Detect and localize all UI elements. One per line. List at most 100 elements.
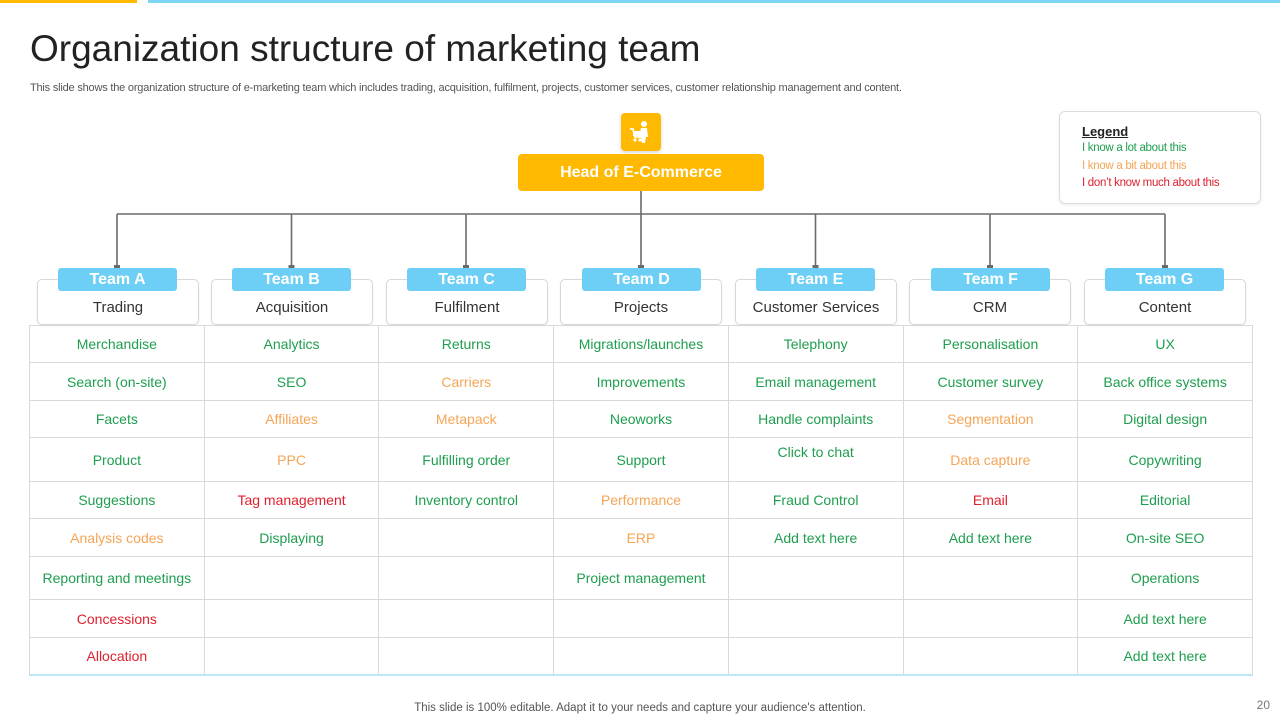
team-badge-a: Team A	[58, 268, 177, 291]
table-cell	[378, 518, 555, 557]
table-cell: Tag management	[203, 481, 380, 519]
table-cell: Data capture	[902, 437, 1079, 482]
table-cell: Metapack	[378, 400, 555, 438]
table-cell: Handle complaints	[727, 400, 904, 438]
team-name-e: Customer Services	[752, 299, 880, 316]
table-cell: Migrations/launches	[553, 325, 729, 363]
table-cell: Search (on-site)	[29, 362, 205, 401]
team-badge-f: Team F	[931, 268, 1050, 291]
table-cell: Support	[553, 437, 729, 482]
table-cell: Add text here	[727, 518, 904, 557]
shopping-cart-person-icon	[621, 113, 661, 151]
table-cell: Personalisation	[902, 325, 1079, 363]
table-cell	[203, 637, 380, 676]
table-cell	[203, 556, 380, 600]
table-cell: Customer survey	[902, 362, 1079, 401]
table-cell: Fulfilling order	[378, 437, 555, 482]
legend-title: Legend	[1082, 124, 1129, 139]
table-cell	[727, 637, 904, 676]
table-row: Reporting and meetings Project management…	[29, 556, 1253, 600]
team-badge-b: Team B	[232, 268, 351, 291]
team-name-a: Trading	[92, 299, 144, 316]
table-cell: Inventory control	[378, 481, 555, 519]
legend-item-dont-know: I don’t know much about this	[1082, 177, 1220, 189]
table-cell: Segmentation	[902, 400, 1079, 438]
team-name-d: Projects	[613, 299, 669, 316]
table-cell: Improvements	[553, 362, 729, 401]
table-cell: Add text here	[902, 518, 1079, 557]
table-cell: Affiliates	[203, 400, 380, 438]
team-name-g: Content	[1138, 299, 1192, 316]
team-badge-g: Team G	[1105, 268, 1224, 291]
table-cell	[902, 556, 1079, 600]
table-cell: Analytics	[203, 325, 380, 363]
table-cell: Displaying	[203, 518, 380, 557]
table-row: Allocation Add text here	[29, 637, 1253, 676]
table-cell: Operations	[1077, 556, 1253, 600]
table-cell	[378, 599, 555, 638]
table-cell	[553, 599, 729, 638]
top-accent-bar-yellow	[0, 0, 137, 3]
table-cell: Project management	[553, 556, 729, 600]
table-cell: PPC	[203, 437, 380, 482]
table-cell	[902, 599, 1079, 638]
table-cell	[378, 556, 555, 600]
table-cell: Allocation	[29, 637, 205, 676]
table-cell: Neoworks	[553, 400, 729, 438]
footer-note: This slide is 100% editable. Adapt it to…	[414, 702, 866, 714]
table-cell: Fraud Control	[727, 481, 904, 519]
table-cell	[378, 637, 555, 676]
team-badge-e: Team E	[756, 268, 875, 291]
legend-item-know-a-lot: I know a lot about this	[1082, 142, 1187, 154]
table-cell	[553, 637, 729, 676]
table-cell	[203, 599, 380, 638]
team-name-c: Fulfilment	[434, 299, 500, 316]
table-cell: Suggestions	[29, 481, 205, 519]
table-cell: Returns	[378, 325, 555, 363]
table-cell: Telephony	[727, 325, 904, 363]
table-cell: Merchandise	[29, 325, 205, 363]
table-cell: On-site SEO	[1077, 518, 1253, 557]
table-cell: Analysis codes	[29, 518, 205, 557]
table-cell: Click to chat	[727, 437, 904, 482]
table-cell: Performance	[553, 481, 729, 519]
table-cell: ERP	[553, 518, 729, 557]
page-number: 20	[1256, 698, 1270, 712]
team-name-f: CRM	[972, 299, 1008, 316]
top-accent-bar-blue	[148, 0, 1280, 3]
legend: Legend I know a lot about this I know a …	[1059, 111, 1261, 204]
page-title: Organization structure of marketing team	[30, 28, 701, 69]
table-cell	[727, 599, 904, 638]
table-cell: Copywriting	[1077, 437, 1253, 482]
table-cell: Add text here	[1077, 599, 1253, 638]
table-cell: Concessions	[29, 599, 205, 638]
table-cell: Reporting and meetings	[29, 556, 205, 600]
legend-item-know-a-bit: I know a bit about this	[1082, 160, 1187, 172]
table-cell: Digital design	[1077, 400, 1253, 438]
table-cell	[902, 637, 1079, 676]
team-badge-c: Team C	[407, 268, 526, 291]
page-subtitle: This slide shows the organization struct…	[30, 82, 902, 94]
table-cell: Email management	[727, 362, 904, 401]
table-cell: Add text here	[1077, 637, 1253, 676]
table-cell: Email	[902, 481, 1079, 519]
table-cell: Editorial	[1077, 481, 1253, 519]
table-cell: Product	[29, 437, 205, 482]
table-cell: Carriers	[378, 362, 555, 401]
table-cell: SEO	[203, 362, 380, 401]
head-of-ecommerce-box: Head of E-Commerce	[518, 154, 764, 191]
team-name-b: Acquisition	[255, 299, 329, 316]
table-cell: Facets	[29, 400, 205, 438]
table-cell	[727, 556, 904, 600]
team-badge-d: Team D	[582, 268, 701, 291]
table-cell: UX	[1077, 325, 1253, 363]
table-row: Concessions Add text here	[29, 599, 1253, 638]
table-cell: Back office systems	[1077, 362, 1253, 401]
